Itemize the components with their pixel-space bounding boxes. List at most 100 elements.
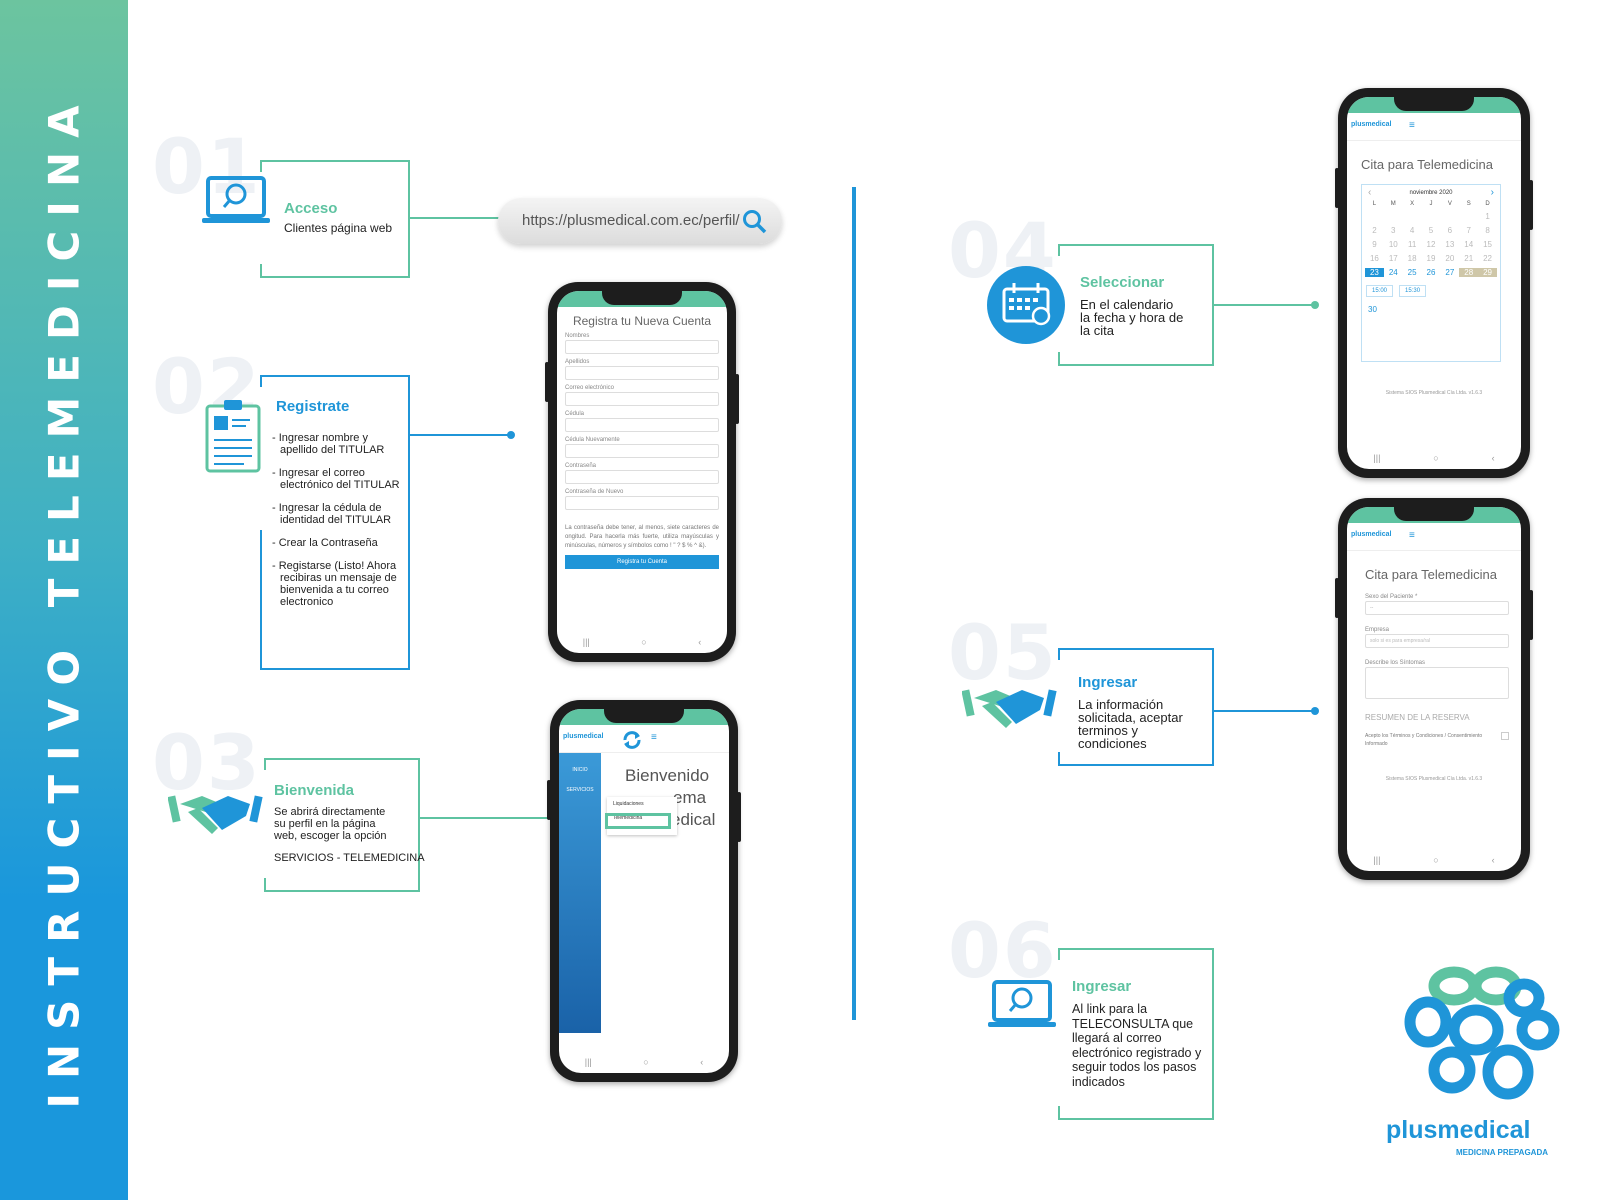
- weekday-label: D: [1485, 201, 1490, 207]
- hamburger-menu-icon[interactable]: ≡: [1409, 530, 1415, 541]
- sexo-select[interactable]: --: [1365, 601, 1509, 615]
- calendar-day: [1440, 212, 1459, 221]
- back-icon[interactable]: ‹: [1491, 453, 1495, 463]
- handshake-icon: [168, 795, 263, 834]
- refresh-icon[interactable]: [621, 729, 643, 751]
- recent-apps-icon[interactable]: |||: [582, 637, 590, 647]
- center-divider: [852, 187, 856, 1020]
- android-nav: ||| ○ ‹: [557, 631, 727, 653]
- connector-dot: [1311, 301, 1319, 309]
- sidebar-item-inicio[interactable]: INICIO: [572, 767, 588, 773]
- field-label: Correo electrónico: [565, 385, 615, 391]
- calendar-day: 22: [1483, 254, 1493, 263]
- android-nav: ||| ○ ‹: [1347, 849, 1521, 871]
- hamburger-menu-icon[interactable]: ≡: [651, 732, 657, 743]
- android-nav: ||| ○ ‹: [559, 1051, 729, 1073]
- back-icon[interactable]: ‹: [700, 1057, 704, 1067]
- menu-item-telemedicina[interactable]: Telemedicina: [613, 815, 643, 821]
- step-title: Registrate: [276, 398, 350, 415]
- sintomas-textarea[interactable]: [1365, 667, 1509, 699]
- sidebar-banner: INSTRUCTIVO TELEMEDICINA: [0, 0, 128, 1200]
- url-bar[interactable]: https://plusmedical.com.ec/perfil/: [498, 198, 782, 244]
- recent-apps-icon[interactable]: |||: [1373, 453, 1381, 463]
- calendar-day[interactable]: 26: [1426, 268, 1436, 277]
- register-title: Registra tu Nueva Cuenta: [572, 314, 712, 328]
- recent-apps-icon[interactable]: |||: [584, 1057, 592, 1067]
- terms-checkbox[interactable]: [1501, 732, 1509, 740]
- home-icon[interactable]: ○: [641, 637, 647, 647]
- calendar-day: 19: [1426, 254, 1436, 263]
- back-icon[interactable]: ‹: [698, 637, 702, 647]
- weekday-label: L: [1372, 201, 1377, 207]
- calendar-day: 11: [1407, 240, 1417, 249]
- apellidos-input[interactable]: [565, 366, 719, 380]
- step-list-item: - Ingresar la cédula de identidad del TI…: [272, 502, 392, 526]
- calendar-day: [1384, 212, 1403, 221]
- empresa-input[interactable]: solo si es para empresa/ral: [1365, 634, 1509, 648]
- hamburger-menu-icon[interactable]: ≡: [1409, 120, 1415, 131]
- telemedicina-highlight: [605, 813, 671, 829]
- terms-text[interactable]: Acepto los Términos y Condiciones / Cons…: [1365, 733, 1483, 747]
- calendar-day[interactable]: 27: [1445, 268, 1455, 277]
- password-confirm-input[interactable]: [565, 496, 719, 510]
- connector: [410, 217, 510, 219]
- back-icon[interactable]: ‹: [1491, 855, 1495, 865]
- brand-tagline: MEDICINA PREPAGADA: [1456, 1148, 1549, 1157]
- welcome-sidebar: INICIO SERVICIOS: [559, 753, 601, 1033]
- step-list: - Ingresar nombre y apellido del TITULAR…: [272, 432, 402, 619]
- welcome-heading: Bienvenido ema edical: [625, 765, 715, 831]
- app-logo: plusmedical: [563, 733, 604, 740]
- register-button[interactable]: Registra tu Cuenta: [565, 555, 719, 569]
- app-footer: Sistema SIOS Plusmedical Cía Ltda. v1.6.…: [1385, 776, 1483, 782]
- step-number: 01: [152, 122, 262, 211]
- home-icon[interactable]: ○: [1433, 855, 1439, 865]
- step-list-item: - Crear la Contraseña: [272, 537, 378, 549]
- step-box: [260, 160, 410, 278]
- cedula-confirm-input[interactable]: [565, 444, 719, 458]
- calendar-day: 4: [1409, 226, 1415, 235]
- calendar-day[interactable]: 24: [1388, 268, 1398, 277]
- weekday-label: V: [1447, 201, 1452, 207]
- step-text: En el calendario la fecha y hora de la c…: [1080, 297, 1184, 338]
- calendar-day: 21: [1464, 254, 1474, 263]
- field-label: Apellidos: [565, 359, 590, 365]
- time-slot[interactable]: 15:30: [1399, 285, 1427, 297]
- connector: [420, 817, 610, 819]
- step-text: La información solicitada, aceptar termi…: [1078, 697, 1183, 751]
- calendar-day: [1422, 212, 1441, 221]
- calendar-day: 7: [1466, 226, 1471, 235]
- email-input[interactable]: [565, 392, 719, 406]
- cita-title: Cita para Telemedicina: [1365, 567, 1497, 582]
- next-month-icon[interactable]: ›: [1490, 187, 1494, 198]
- step-box: [260, 375, 410, 670]
- calendar-day: [1459, 212, 1478, 221]
- calendar-day: 10: [1388, 240, 1398, 249]
- brand-logo-text: plusmedical: [1386, 1116, 1531, 1144]
- sidebar-item-servicios[interactable]: SERVICIOS: [566, 787, 594, 793]
- calendar-day: 9: [1372, 240, 1377, 249]
- connector-dot: [1311, 707, 1319, 715]
- home-icon[interactable]: ○: [643, 1057, 649, 1067]
- password-input[interactable]: [565, 470, 719, 484]
- url-text: https://plusmedical.com.ec/perfil/: [522, 212, 740, 229]
- connector: [1214, 710, 1314, 712]
- calendar-day[interactable]: 30: [1368, 305, 1377, 314]
- menu-item-liquidaciones[interactable]: Liquidaciones: [613, 801, 644, 807]
- calendar-day[interactable]: 25: [1407, 268, 1417, 277]
- calendar-month: noviembre 2020: [1409, 190, 1453, 196]
- app-logo: plusmedical: [1351, 531, 1392, 538]
- field-label: Cédula Nuevamente: [565, 437, 620, 443]
- connector: [410, 434, 510, 436]
- calendar-day: 5: [1428, 226, 1434, 235]
- weekday-label: M: [1390, 201, 1396, 207]
- home-icon[interactable]: ○: [1433, 453, 1439, 463]
- calendar-day: 17: [1388, 254, 1398, 263]
- time-slot[interactable]: 15:00: [1366, 285, 1394, 297]
- calendar-day[interactable]: 23: [1365, 268, 1384, 277]
- cedula-input[interactable]: [565, 418, 719, 432]
- recent-apps-icon[interactable]: |||: [1373, 855, 1381, 865]
- prev-month-icon[interactable]: ‹: [1368, 187, 1372, 198]
- nombres-input[interactable]: [565, 340, 719, 354]
- step-number: 03: [152, 718, 262, 807]
